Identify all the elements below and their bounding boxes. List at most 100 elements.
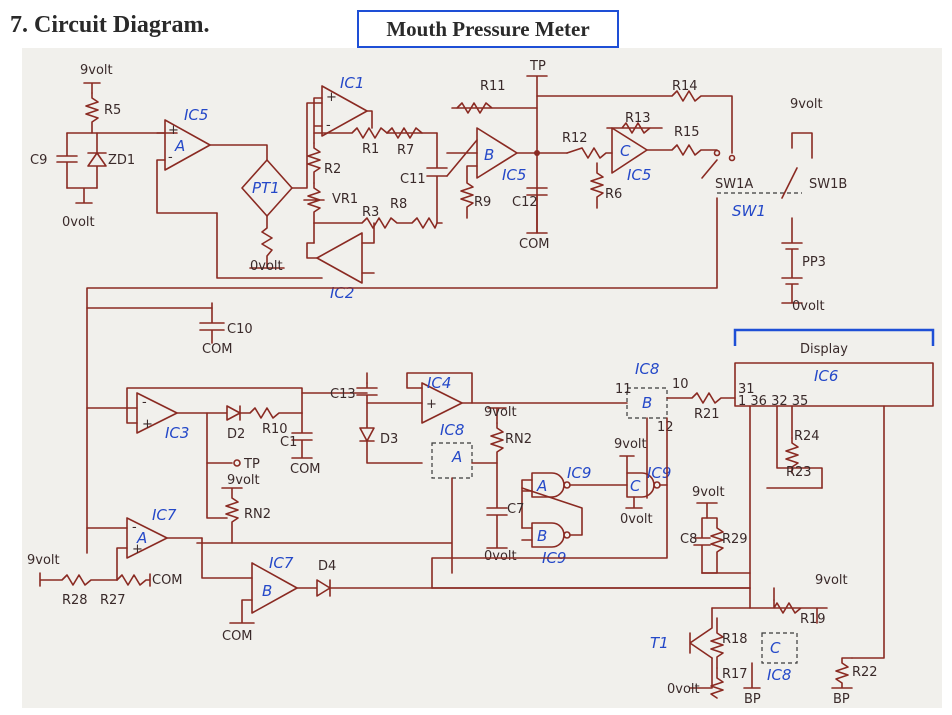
label-c1: C1 [280,435,297,450]
label-ic8a-unit: A [451,448,462,466]
label-c9: C9 [30,153,47,168]
opamp-ic5c: R12 R13 R14 R15 R6 C IC5 [536,79,733,209]
tp-and-c12: TP C12 COM [512,59,568,252]
label-pp3: PP3 [802,255,826,270]
label-pin12: 12 [657,420,674,435]
label-ic9a-unit: A [536,477,547,495]
label-pins: 1 36 32 35 [738,394,808,409]
svg-text:+: + [142,417,153,432]
label-9volt-ic9: 9volt [614,437,647,452]
label-ic9-a: IC9 [567,464,591,482]
label-r27: R27 [100,593,126,608]
label-c7: C7 [507,502,524,517]
label-pt1: PT1 [252,179,280,197]
label-bp-2: BP [833,692,850,707]
label-0volt-left: 0volt [62,215,95,230]
label-9volt-br: 9volt [815,573,848,588]
label-r24: R24 [794,429,820,444]
svg-text:+: + [168,123,179,138]
label-bp-1: BP [744,692,761,707]
svg-text:-: - [168,150,173,165]
svg-text:+: + [326,90,337,105]
label-r29: R29 [722,532,748,547]
resistor-rn2b: 9volt RN2 [221,473,271,544]
label-ic8b-unit: B [642,394,652,412]
label-ic9-c: IC9 [647,464,671,482]
label-c11: C11 [400,172,426,187]
label-9volt-c8: 9volt [692,485,725,500]
label-ic8-a: IC8 [440,421,464,439]
cap-c8-r29: 9volt C8 R29 [431,484,751,589]
label-sw1: SW1 [732,202,766,220]
label-ic6: IC6 [814,367,838,385]
label-r13: R13 [625,111,651,126]
label-rn2: RN2 [505,432,532,447]
label-r2: R2 [324,162,341,177]
capacitor-c7: C7 0volt [484,462,524,564]
diagram-title: Mouth Pressure Meter [386,16,590,41]
svg-text:+: + [132,542,143,557]
opamp-ic1: + - IC1 [313,74,373,144]
label-r8: R8 [390,197,407,212]
opamp-ic7a: - + IC7 A 9volt COM R28 R27 [27,506,203,608]
label-com-ic7: COM [152,573,183,588]
label-ic9b-unit: B [537,527,547,545]
label-vr1: VR1 [332,192,358,207]
label-9volt-ic7: 9volt [227,473,260,488]
opamp-ic3: - + IC3 D2 R10 C1 COM TP [86,387,321,519]
label-ic8-b: IC8 [635,360,659,378]
label-r21: R21 [694,407,720,422]
label-d4: D4 [318,559,336,574]
label-pin31: 31 [738,382,755,397]
label-ic9c-unit: C [630,477,641,495]
label-tp-top: TP [529,59,546,74]
label-r12: R12 [562,131,588,146]
label-r18: R18 [722,632,748,647]
label-0volt-pt1: 0volt [250,259,283,274]
svg-text:-: - [132,520,137,535]
label-display: Display [800,342,848,357]
label-pin11: 11 [615,382,632,397]
label-0volt-batt: 0volt [792,299,825,314]
label-r9: R9 [474,195,491,210]
label-ic5c-unit: C [620,142,631,160]
label-ic5-c: IC5 [627,166,651,184]
label-ic1: IC1 [340,74,364,92]
diagram-title-box: Mouth Pressure Meter [357,10,619,48]
label-r10: R10 [262,422,288,437]
label-0volt-ic9: 0volt [620,512,653,527]
label-zd1: ZD1 [108,153,135,168]
label-ic5b-unit: B [484,146,494,164]
zener-regulator: 9volt R5 C9 ZD1 0volt [30,63,178,230]
label-com-bottom: COM [222,629,253,644]
label-ic7b-unit: B [262,582,272,600]
label-c10: C10 [227,322,253,337]
capacitor-c10: C10 COM [86,302,253,357]
label-pin10: 10 [672,377,689,392]
label-ic4: IC4 [427,374,451,392]
gain-network: R2 VR1 R1 R7 R3 R8 C11 [303,127,448,244]
label-r19: R19 [800,612,826,627]
analog-switch-ic8a: IC8 A 9volt RN2 [196,405,532,574]
label-9volt-left: 9volt [27,553,60,568]
label-r22: R22 [852,665,878,680]
label-ic7-a: IC7 [152,506,177,524]
label-sw1b: SW1B [809,177,847,192]
label-c8: C8 [680,532,697,547]
label-r5: R5 [104,103,121,118]
svg-text:-: - [326,118,331,133]
opamp-ic4: + IC4 C13 D3 [301,372,628,464]
gate-ic9c: C IC9 9volt 0volt [614,417,671,527]
label-com-c1: COM [290,462,321,477]
label-ic5-a-unit: A [174,137,185,155]
label-sw1a: SW1A [715,177,753,192]
label-ic8-c: IC8 [767,666,791,684]
label-ic3: IC3 [165,424,189,442]
label-ic5-a: IC5 [184,106,208,124]
label-t1: T1 [650,634,669,652]
label-9volt-rn2: 9volt [484,405,517,420]
label-r15: R15 [674,125,700,140]
label-r1: R1 [362,142,379,157]
label-ic7a-unit: A [136,529,147,547]
opamp-ic2: IC2 [306,222,375,302]
